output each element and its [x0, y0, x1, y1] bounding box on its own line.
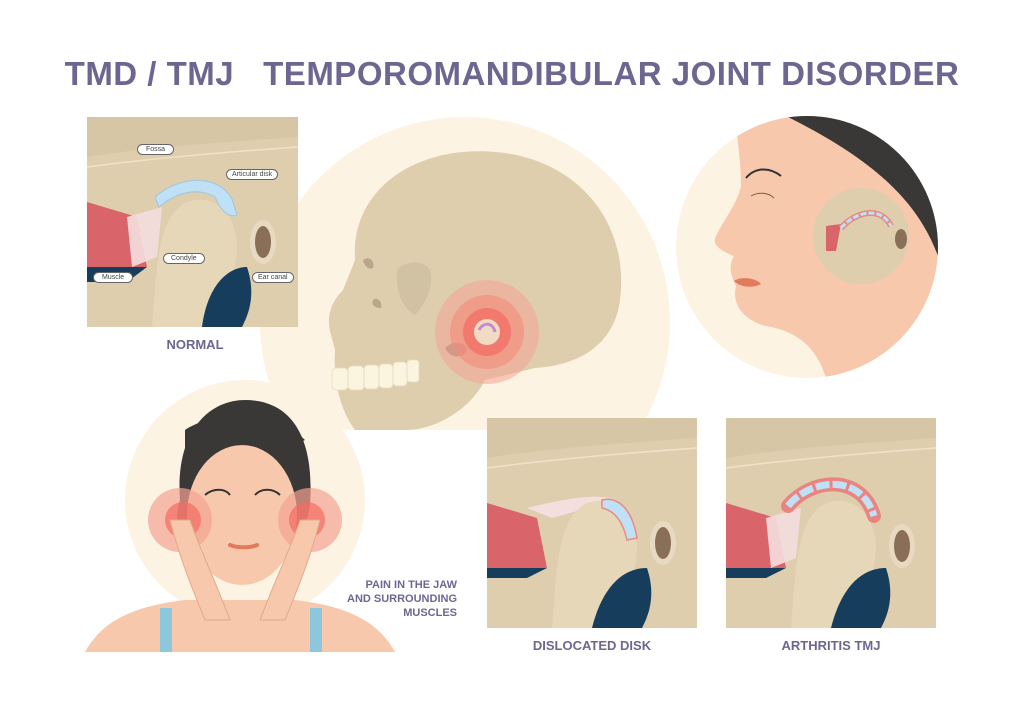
label-condyle: Condyle	[163, 253, 205, 264]
caption-pain: PAIN IN THE JAW AND SURROUNDING MUSCLES	[330, 578, 457, 620]
caption-dislocated-disk: DISLOCATED DISK	[532, 638, 652, 653]
page-title: TMD / TMJ TEMPOROMANDIBULAR JOINT DISORD…	[64, 55, 960, 92]
label-ear-canal: Ear canal	[252, 272, 294, 283]
dislocated-disk-panel	[487, 418, 697, 628]
arthritis-tmj-panel	[726, 418, 936, 628]
normal-joint-panel: Fossa Articular disk Condyle Muscle Ear …	[87, 117, 298, 327]
label-fossa: Fossa	[137, 144, 175, 155]
face-profile-illustration	[676, 116, 938, 378]
label-muscle: Muscle	[93, 272, 134, 283]
caption-pain-line-1: PAIN IN THE JAW	[365, 579, 457, 591]
label-articular-disk: Articular disk	[226, 169, 279, 180]
caption-pain-line-3: MUSCLES	[403, 607, 457, 619]
caption-normal: NORMAL	[166, 337, 224, 352]
skull-illustration	[255, 110, 675, 430]
caption-pain-line-2: AND SURROUNDING	[347, 593, 457, 605]
pain-woman-illustration	[85, 380, 395, 652]
caption-arthritis-tmj: ARTHRITIS TMJ	[781, 638, 881, 653]
